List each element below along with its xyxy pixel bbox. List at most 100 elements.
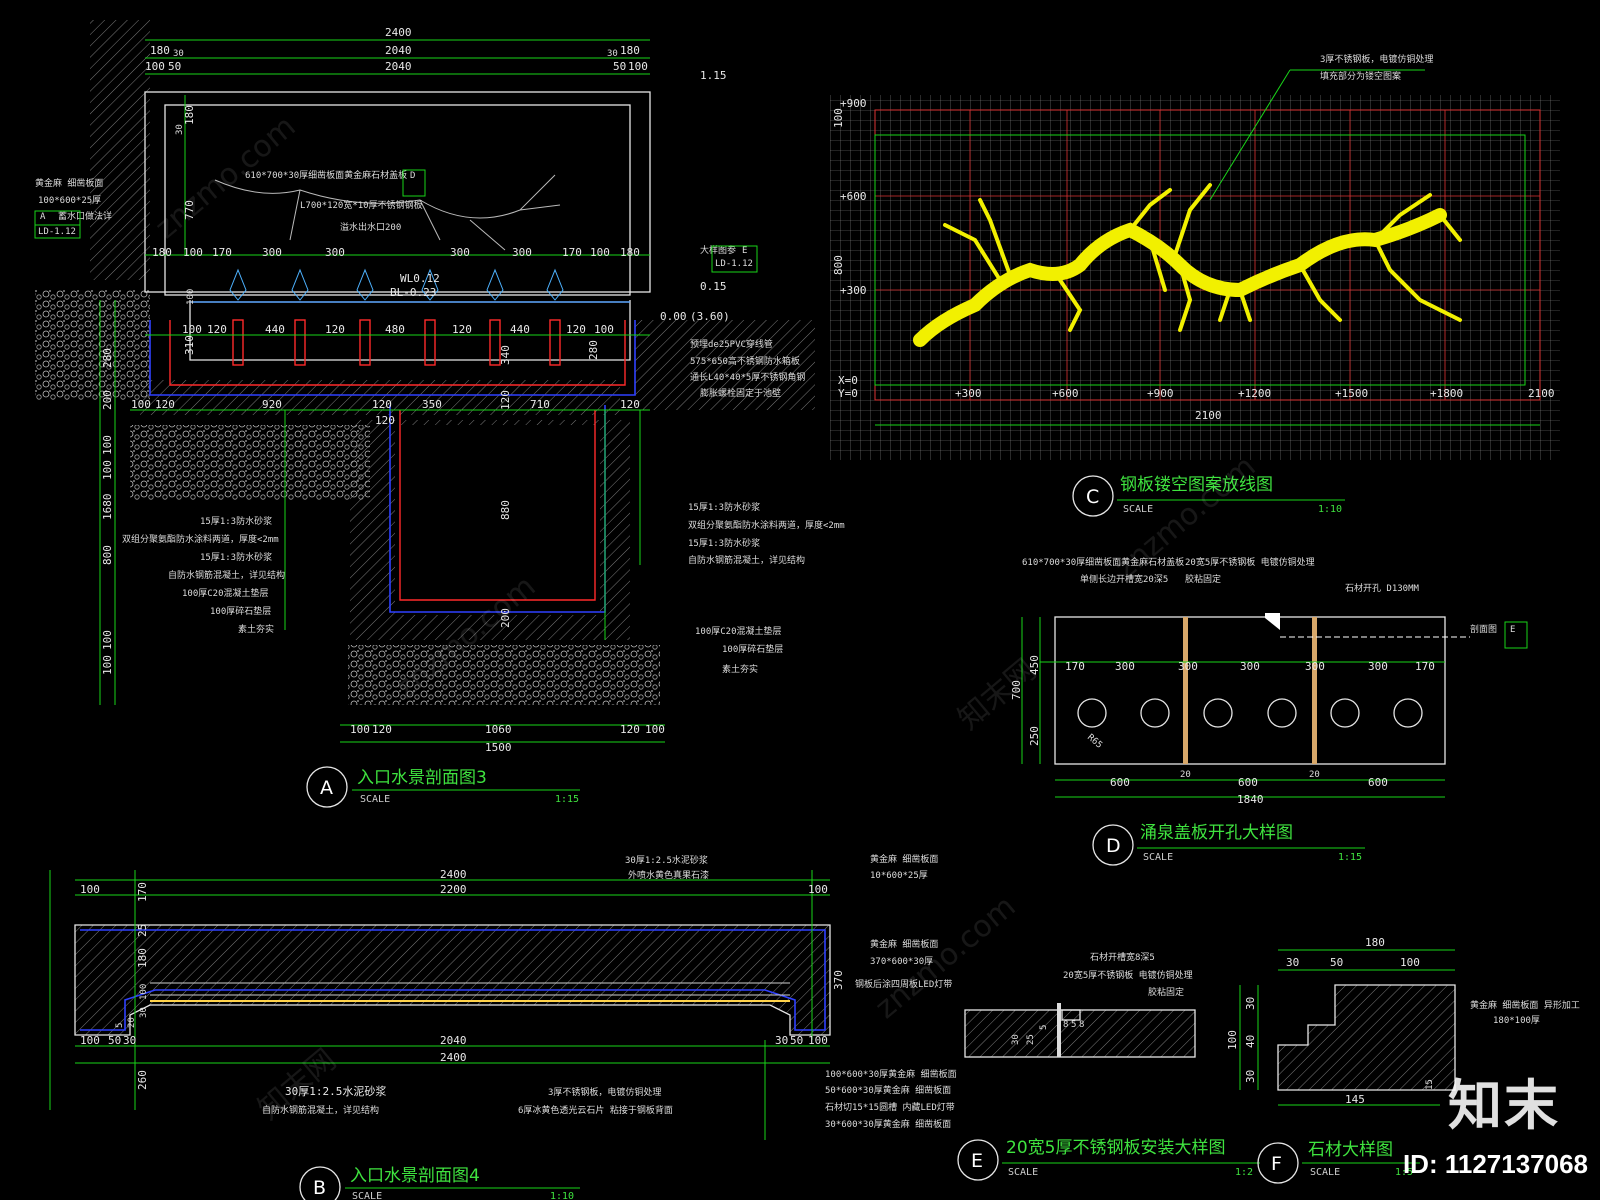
dim: 1840 [1237,793,1264,806]
dim: 250 [1028,726,1041,746]
dim: 5 [1039,1025,1049,1030]
note: LD-1.12 [715,259,753,269]
top-callout-a: 610*700*30厚细凿板面黄金麻石材盖板 D L700*120宽*10厚不锈… [245,169,758,273]
title-block-d: D 涌泉盖板开孔大样图 SCALE 1:15 [1092,823,1365,866]
note: 石材切15*15圆槽 内藏LED灯带 [825,1101,955,1113]
vdim: 200 [499,608,512,628]
cell-dim: 100 [183,246,203,259]
bottom-dim: 100 [645,723,665,736]
panel-frame-inner [164,104,631,296]
dim: 25 [1026,1034,1036,1045]
drawing-title: 石材大样图 [1308,1140,1393,1160]
note: 370*600*30厚 [870,956,933,967]
vertical-dims-a: 1680 800 100 100 100 100 200 280 310 340… [101,105,600,675]
steel-box-pit [399,410,596,601]
pipe-dim: 100 [594,323,614,336]
note: D [410,171,415,181]
dim-2100: 2100 [1195,409,1222,422]
pit-void [395,425,600,615]
drawing-title: 20宽5厚不锈钢板安装大样图 [1006,1138,1225,1158]
note: 钢板后涂四周板LED灯带 [855,978,952,990]
dim-2040-b: 2040 [385,60,412,73]
ref-box [711,245,758,273]
dim: 30 [1286,956,1299,969]
dim: 2040 [440,1034,467,1047]
branch-pattern-main [913,208,1447,347]
bottom-dims-b: 2040 2400 100 50 30 30 50 100 [80,1034,828,1064]
note: E [742,246,747,256]
dim: 20 [1180,770,1191,780]
dim-180-l: 180 [150,44,170,57]
vdim: 280 [587,340,600,360]
vdim: 770 [183,200,196,220]
cell-dim: 300 [325,246,345,259]
scale-value: 1:2 [1235,1167,1253,1178]
hole-radius: R65 [1085,733,1104,751]
bottom-dim: 100 [350,723,370,736]
drawing-title: 入口水景剖面图4 [350,1166,480,1186]
note: 180*100厚 [1493,1015,1540,1026]
scale-value: 1:5 [1395,1167,1413,1178]
note: 50*600*30厚黄金麻 细凿板面 [825,1084,951,1096]
steel-strip-1 [1183,617,1188,764]
note: 自防水钢筋混凝土，详见结构 [688,554,805,566]
lower-dim: 100 [131,398,151,411]
dim: 50 [1330,956,1343,969]
level-0-15: 0.15 [700,280,727,293]
note: LD-1.12 [38,227,76,237]
note: 填充部分为镂空图案 [1320,70,1401,82]
dim: 25 [136,924,149,937]
dim-30-r: 30 [607,49,618,59]
dim: 300 [1368,660,1388,673]
cell-dim: 100 [590,246,610,259]
grid-x-label: +1500 [1335,387,1368,400]
cell-dim: 300 [262,246,282,259]
right-notes-b: 黄金麻 细凿板面 370*600*30厚 钢板后涂四周板LED灯带 100*60… [825,938,957,1130]
pipe-dim: 120 [566,323,586,336]
dim: 30 [123,1034,136,1047]
title-block-f: F 石材大样图 SCALE 1:5 [1257,1140,1420,1184]
note: 黄金麻 细凿板面 [870,938,938,950]
note: 100*600*25厚 [38,195,101,206]
note: 6厚冰黄色透光云石片 粘接于钢板背面 [518,1104,673,1116]
note: 自防水钢筋混凝土，详见结构 [168,569,285,581]
drawing-f-stone-detail: 180 30 50 100 100 30 40 30 145 15 黄金麻 细凿… [1226,936,1580,1184]
pit-base-gravel [348,645,660,705]
scale-value: 1:10 [550,1191,574,1200]
note: 膨胀螺栓固定于池壁 [700,387,781,399]
level-3-60: (3.60) [690,310,730,323]
dim: 600 [1238,776,1258,789]
grid-x-label: +900 [1147,387,1174,400]
drawing-mark: A [320,777,333,799]
note: 610*700*30厚细凿板面黄金麻石材盖板 [245,169,407,181]
vdim: 100 [186,289,196,305]
note: 外喷水黄色真果石漆 [628,869,709,881]
dim: 700 [1010,680,1023,700]
basin-rim [189,300,631,361]
dim: 8 [1063,1020,1068,1030]
note: 蓄水口做法详 [58,210,112,222]
vdim: 100 [101,460,114,480]
bottom-dim: 120 [620,723,640,736]
drawing-title: 钢板镂空图案放线图 [1120,475,1273,495]
grid-y-label: +900 [840,97,867,110]
note: 100厚碎石垫层 [210,605,271,617]
dim: 600 [1110,776,1130,789]
steel-box-outline [169,320,626,386]
vdim: 280 [101,348,114,368]
notes-d: 610*700*30厚细凿板面黄金麻石材盖板 单侧长边开槽宽20深5 20宽5厚… [1022,556,1528,649]
title-block-b: B 入口水景剖面图4 SCALE 1:10 [299,1166,580,1200]
note: 溢水出水口200 [340,221,401,233]
note: 双组分聚氨酯防水涂料两道，厚度<2mm [122,533,279,545]
scale-value: 1:15 [555,794,579,805]
row-dims-d: 170 300 300 300 300 300 170 [1065,660,1435,673]
note: 黄金麻 细凿板面 [35,177,103,189]
note: 30厚1:2.5水泥砂浆 [285,1084,386,1098]
note: 20宽5厚不锈钢板 电镀仿铜处理 [1063,969,1193,981]
note: 素土夯实 [238,623,274,635]
brand-logo: 知末 [1448,1074,1560,1137]
scale-value: 1:10 [1318,504,1342,515]
dim: 2400 [440,1051,467,1064]
vdim: 180 [183,105,196,125]
